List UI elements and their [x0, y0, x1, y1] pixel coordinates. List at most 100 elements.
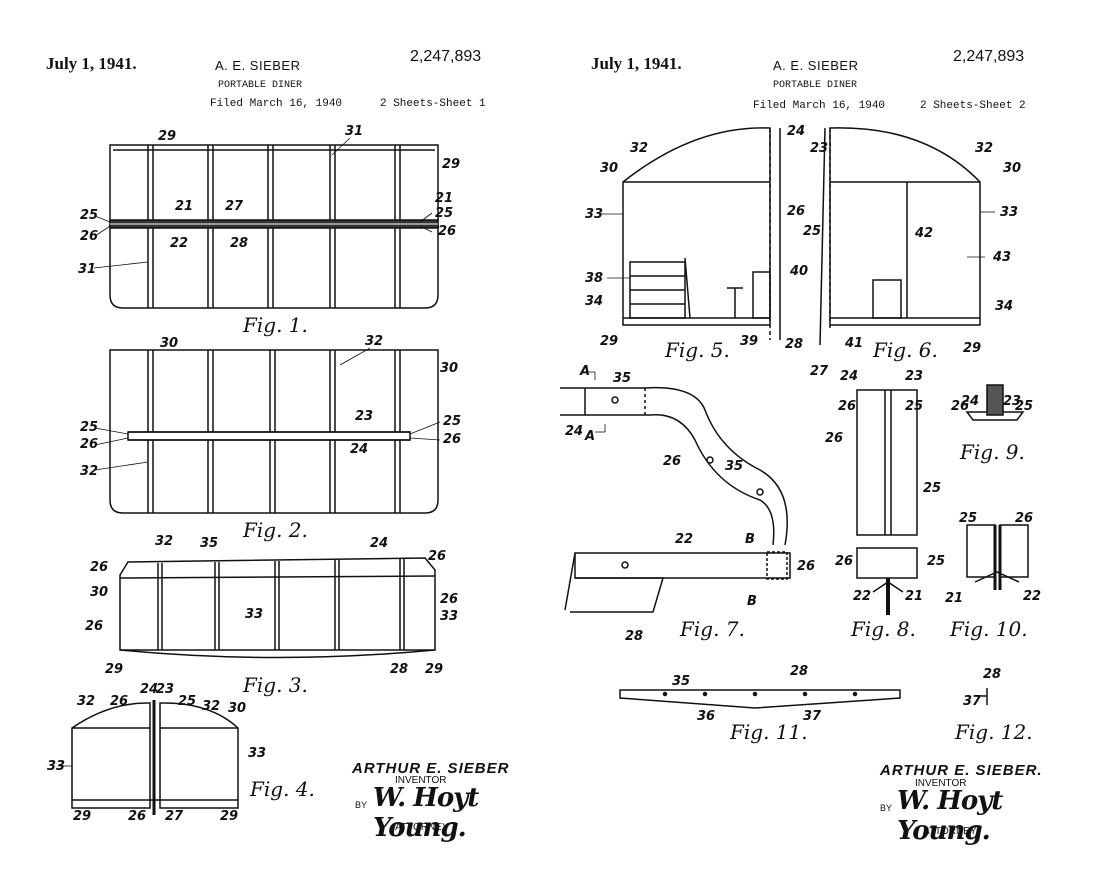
- svg-text:29: 29: [158, 129, 176, 144]
- svg-text:24: 24: [140, 682, 158, 697]
- svg-text:26: 26: [663, 454, 681, 469]
- svg-text:25: 25: [927, 554, 945, 569]
- figure-11-label: Fig. 11.: [730, 720, 808, 744]
- patent-number: 2,247,893: [953, 48, 1025, 65]
- svg-text:35: 35: [672, 674, 690, 689]
- svg-text:22: 22: [1023, 589, 1041, 604]
- figure-10-drawing: [966, 524, 1029, 590]
- svg-text:24: 24: [370, 536, 388, 551]
- svg-text:29: 29: [425, 662, 443, 677]
- svg-text:28: 28: [785, 337, 803, 352]
- svg-text:29: 29: [73, 809, 91, 824]
- svg-text:33: 33: [440, 609, 458, 624]
- svg-text:30: 30: [90, 585, 108, 600]
- svg-text:27: 27: [810, 364, 829, 379]
- figure-2-label: Fig. 2.: [243, 518, 308, 542]
- svg-text:28: 28: [625, 629, 643, 644]
- svg-text:26: 26: [835, 554, 853, 569]
- figure-4-drawing: [71, 700, 239, 815]
- svg-text:26: 26: [951, 399, 969, 414]
- svg-text:33: 33: [1000, 205, 1018, 220]
- svg-text:34: 34: [995, 299, 1013, 314]
- patent-title: PORTABLE DINER: [773, 80, 858, 91]
- svg-text:25: 25: [1015, 399, 1033, 414]
- svg-text:25: 25: [443, 414, 461, 429]
- svg-text:30: 30: [600, 161, 618, 176]
- figure-12-label: Fig. 12.: [955, 720, 1033, 744]
- svg-text:22: 22: [675, 532, 693, 547]
- inventor-signature-name: ARTHUR E. SIEBER: [352, 760, 510, 777]
- svg-text:21: 21: [175, 199, 193, 214]
- svg-text:29: 29: [600, 334, 618, 349]
- svg-text:24: 24: [961, 394, 979, 409]
- svg-text:35: 35: [200, 536, 218, 551]
- svg-text:37: 37: [803, 709, 822, 724]
- patent-title: PORTABLE DINER: [218, 80, 303, 91]
- leader-lines: [585, 211, 995, 433]
- inventor-label: INVENTOR: [915, 778, 967, 789]
- attorney-label: ATTORNEY: [395, 822, 449, 833]
- sheet-number: 2 Sheets-Sheet 2: [920, 100, 1026, 112]
- svg-text:21: 21: [945, 591, 963, 606]
- inventor-signature-name: ARTHUR E. SIEBER.: [880, 762, 1043, 779]
- figure-4-label: Fig. 4.: [250, 777, 315, 801]
- svg-text:35: 35: [725, 459, 743, 474]
- svg-text:23: 23: [355, 409, 373, 424]
- svg-text:29: 29: [442, 157, 460, 172]
- patent-sheet-1: July 1, 1941. A. E. SIEBER 2,247,893 POR…: [10, 0, 555, 892]
- filed-date: Filed March 16, 1940: [210, 98, 343, 110]
- figure-8-drawing: [856, 389, 918, 615]
- svg-text:29: 29: [963, 341, 981, 356]
- svg-text:26: 26: [440, 592, 458, 607]
- svg-text:26: 26: [443, 432, 461, 447]
- svg-text:30: 30: [440, 361, 458, 376]
- figure-6-label: Fig. 6.: [873, 338, 938, 362]
- svg-text:B: B: [745, 532, 755, 547]
- attorney-label: ATTORNEY: [923, 826, 977, 837]
- svg-text:23: 23: [810, 141, 828, 156]
- svg-text:32: 32: [365, 334, 383, 349]
- by-label: BY: [355, 800, 368, 810]
- attorney-signature: W. Hoyt Young.: [897, 786, 1003, 846]
- figure-6-drawing: [819, 127, 981, 346]
- svg-text:33: 33: [585, 207, 603, 222]
- svg-text:37: 37: [963, 694, 982, 709]
- attorney-signature: W. Hoyt Young.: [373, 783, 479, 843]
- svg-text:25: 25: [959, 511, 977, 526]
- svg-text:22: 22: [170, 236, 188, 251]
- filed-date: Filed March 16, 1940: [753, 100, 886, 112]
- svg-text:26: 26: [85, 619, 103, 634]
- svg-text:29: 29: [105, 662, 123, 677]
- svg-text:26: 26: [1015, 511, 1033, 526]
- figure-9-label: Fig. 9.: [960, 440, 1025, 464]
- svg-text:34: 34: [585, 294, 603, 309]
- svg-text:42: 42: [914, 226, 933, 241]
- svg-text:28: 28: [230, 236, 248, 251]
- svg-text:23: 23: [156, 682, 174, 697]
- sheet-number: 2 Sheets-Sheet 1: [380, 98, 486, 110]
- svg-text:A: A: [579, 364, 590, 379]
- svg-text:32: 32: [77, 694, 95, 709]
- svg-text:25: 25: [803, 224, 821, 239]
- figure-7-drawing: [560, 386, 791, 613]
- svg-text:43: 43: [992, 250, 1011, 265]
- svg-text:26: 26: [128, 809, 146, 824]
- figure-5-drawing: [622, 127, 781, 340]
- svg-text:28: 28: [983, 667, 1001, 682]
- figure-7-label: Fig. 7.: [680, 617, 745, 641]
- svg-text:26: 26: [438, 224, 456, 239]
- svg-text:23: 23: [1003, 394, 1021, 409]
- svg-text:A: A: [584, 429, 595, 444]
- svg-text:36: 36: [697, 709, 715, 724]
- svg-text:40: 40: [789, 264, 808, 279]
- figure-10-label: Fig. 10.: [950, 617, 1028, 641]
- svg-text:21: 21: [905, 589, 923, 604]
- svg-text:32: 32: [155, 534, 173, 549]
- svg-text:32: 32: [630, 141, 648, 156]
- svg-text:25: 25: [178, 694, 196, 709]
- svg-text:26: 26: [90, 560, 108, 575]
- svg-text:32: 32: [80, 464, 98, 479]
